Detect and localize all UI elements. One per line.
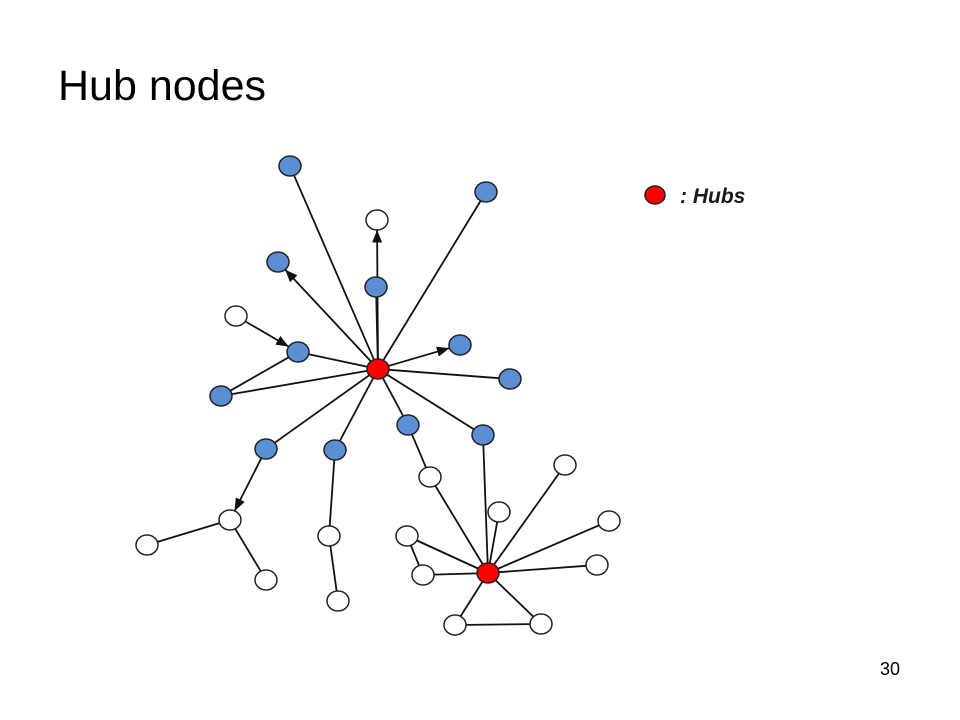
edge-b12-h2 <box>482 444 489 564</box>
blue-node-b9 <box>396 414 420 436</box>
hub-node-h2 <box>476 562 500 584</box>
edge-b5-h1 <box>308 353 368 368</box>
edge-b9-h1 <box>382 377 404 417</box>
edge-b10-w3 <box>233 457 263 512</box>
edge-w15-h2 <box>416 539 479 570</box>
blue-node-b12 <box>471 424 495 446</box>
white-node-w14 <box>411 564 435 586</box>
blue-node-b3 <box>266 251 290 273</box>
edge-w14-w15 <box>410 545 420 566</box>
slide-title: Hub nodes <box>58 62 266 110</box>
blue-node-b4 <box>364 276 388 298</box>
edge-w10-h2 <box>488 521 499 564</box>
edge-w16-w17 <box>465 623 531 626</box>
white-node-w10 <box>487 501 511 523</box>
blue-node-b10 <box>254 438 278 460</box>
white-node-w4 <box>135 534 159 556</box>
edge-b9-w8 <box>411 433 427 469</box>
hub-node-h1 <box>366 358 390 380</box>
edge-w16-h2 <box>459 581 484 617</box>
white-node-w8 <box>418 466 442 488</box>
legend-hub-swatch <box>644 185 666 205</box>
edge-b2-h1 <box>382 200 482 361</box>
blue-node-b11 <box>323 439 347 461</box>
edge-b8-h1 <box>388 368 500 380</box>
legend-label: : Hubs <box>680 185 745 208</box>
white-node-w6 <box>317 525 341 547</box>
edge-b5-b6 <box>229 356 290 392</box>
blue-node-b8 <box>498 368 522 390</box>
edge-w9-h2 <box>493 472 560 566</box>
white-node-w13 <box>585 554 609 576</box>
white-node-w2 <box>224 305 248 327</box>
white-node-w17 <box>529 613 553 635</box>
edge-w17-h2 <box>494 579 535 618</box>
white-node-w12 <box>395 525 419 547</box>
edge-w13-h2 <box>498 564 587 574</box>
edge-w3-w4 <box>157 522 220 543</box>
legend: : Hubs <box>644 185 745 208</box>
white-node-w7 <box>326 590 350 612</box>
edge-b11-h1 <box>338 377 375 442</box>
blue-node-b7 <box>448 334 472 356</box>
blue-node-b2 <box>474 181 498 203</box>
edge-b11-w6 <box>328 459 336 527</box>
white-node-w3 <box>218 509 242 531</box>
edge-h1-b7 <box>388 346 450 367</box>
blue-node-b1 <box>278 155 302 177</box>
blue-node-b5 <box>286 341 310 363</box>
nodes-layer <box>135 155 621 636</box>
edge-b1-h1 <box>293 174 375 361</box>
edge-w2-b5 <box>244 320 290 348</box>
edge-b12-h1 <box>386 373 475 431</box>
white-node-w16 <box>443 614 467 636</box>
edge-w11-h2 <box>497 524 600 570</box>
edge-w8-h2 <box>434 485 484 565</box>
white-node-w9 <box>553 454 577 476</box>
edge-h1-b3 <box>284 269 372 362</box>
edge-b4-h1 <box>375 296 379 360</box>
blue-node-b6 <box>209 385 233 407</box>
white-node-w1 <box>365 209 389 231</box>
white-node-w11 <box>597 510 621 532</box>
page-number: 30 <box>880 659 901 679</box>
white-node-w5 <box>254 569 278 591</box>
edge-w6-w7 <box>329 545 338 592</box>
edge-b10-h1 <box>274 374 370 444</box>
edge-w3-w5 <box>234 528 262 572</box>
edge-w14-h2 <box>433 572 478 576</box>
edge-b6-h1 <box>231 369 368 396</box>
edges-layer <box>157 174 600 626</box>
